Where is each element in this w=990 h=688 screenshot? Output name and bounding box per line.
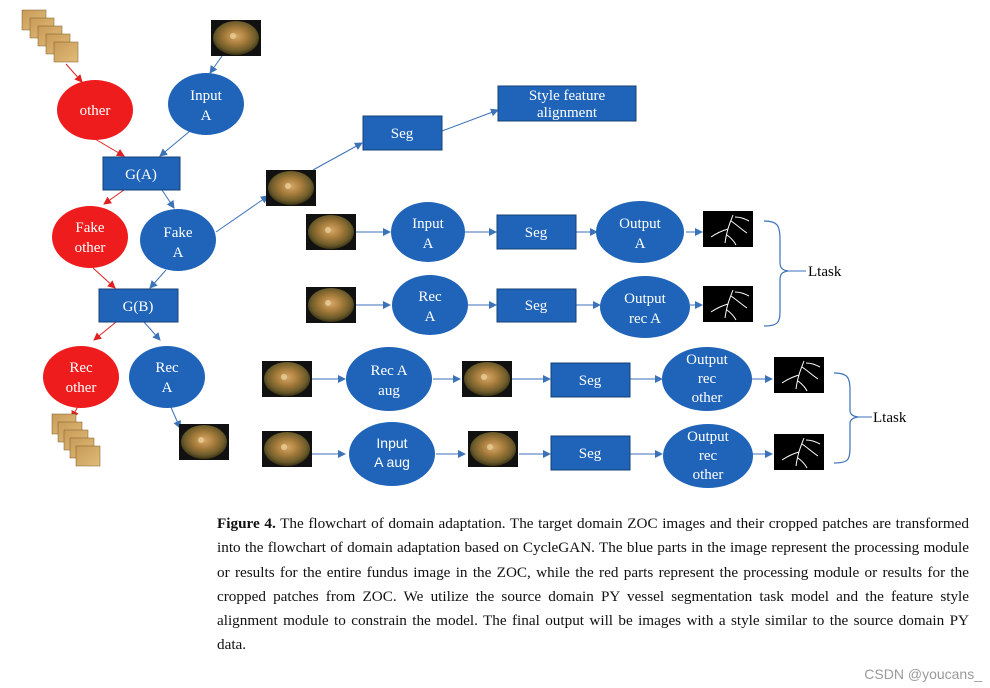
edge-img-to-inputa [209, 55, 223, 74]
svg-text:Output: Output [687, 429, 730, 445]
fundus-image-row5-aug [468, 431, 518, 467]
cropped-patches-bottom [51, 413, 101, 467]
vessel-output-row3 [702, 285, 754, 323]
node-rec-other: Rec other [43, 346, 119, 408]
svg-text:Seg: Seg [579, 373, 602, 389]
edge-inputa-to-ga [159, 130, 191, 157]
edge-reca-to-img [169, 404, 181, 429]
svg-text:Seg: Seg [579, 446, 602, 462]
node-input-a: Input A [168, 73, 244, 135]
edge-ga-to-fakeother [103, 189, 125, 205]
node-input-a-aug: Input A aug [349, 422, 435, 486]
svg-text:other: other [80, 103, 111, 119]
fundus-image-rec [179, 424, 229, 460]
svg-text:other: other [66, 380, 97, 396]
node-rec-a: Rec A [129, 346, 205, 408]
node-rec-a-aug: Rec A aug [346, 347, 432, 411]
svg-text:Input: Input [190, 88, 222, 104]
vessel-output-row5 [773, 433, 825, 471]
edge-gb-to-reca [143, 321, 161, 341]
fundus-image-row4-in [262, 361, 312, 397]
fundus-image-input [211, 20, 261, 56]
svg-text:Rec: Rec [155, 360, 179, 376]
vessel-output-row2 [702, 210, 754, 248]
svg-text:A: A [425, 309, 436, 325]
svg-text:Input: Input [412, 216, 444, 232]
vessel-output-row4 [773, 356, 825, 394]
svg-text:aug: aug [378, 383, 400, 399]
node-seg-top: Seg [362, 115, 443, 151]
edge-ga-to-fakea [161, 189, 175, 209]
svg-text:A aug: A aug [374, 454, 410, 470]
svg-text:A: A [635, 236, 646, 252]
node-fake-other: Fake other [52, 206, 128, 268]
node-g-a: G(A) [102, 156, 181, 191]
svg-text:Input: Input [376, 435, 407, 451]
node-rec-a-row3: Rec A [392, 275, 468, 335]
node-output-rec-other-row4: Output rec other [662, 347, 752, 411]
node-output-a: Output A [596, 201, 684, 263]
watermark: CSDN @youcans_ [864, 666, 982, 682]
svg-text:Rec A: Rec A [370, 363, 407, 379]
svg-text:Output: Output [686, 352, 729, 368]
edge-seg1-to-style [441, 108, 499, 132]
svg-text:Fake: Fake [163, 225, 193, 241]
svg-text:A: A [201, 108, 212, 124]
svg-text:Fake: Fake [75, 220, 105, 236]
svg-text:other: other [692, 390, 723, 406]
node-other: other [57, 80, 133, 140]
node-seg-row4: Seg [550, 362, 631, 398]
node-input-a-row2: Input A [391, 202, 465, 262]
svg-text:Seg: Seg [525, 298, 548, 314]
fundus-image-row5-in [262, 431, 312, 467]
edge-fakea-to-img [215, 195, 269, 233]
node-output-rec-a: Output rec A [600, 276, 690, 338]
fundus-image-fake [266, 170, 316, 206]
fundus-image-row2 [306, 214, 356, 250]
fundus-image-row4-aug [462, 361, 512, 397]
svg-text:G(B): G(B) [123, 299, 154, 315]
svg-text:other: other [75, 240, 106, 256]
svg-text:rec A: rec A [629, 311, 661, 327]
flowchart: other Fake other Rec other Input A G(A) … [21, 9, 907, 488]
node-output-rec-other-row5: Output rec other [663, 424, 753, 488]
svg-text:Seg: Seg [525, 225, 548, 241]
svg-text:Output: Output [619, 216, 662, 232]
svg-text:Rec: Rec [418, 289, 442, 305]
ltask-label-lower: Ltask [873, 410, 907, 426]
caption-text: The flowchart of domain adaptation. The … [217, 515, 970, 654]
figure-caption: Figure 4. The flowchart of domain adapta… [217, 512, 969, 658]
svg-text:Output: Output [624, 291, 667, 307]
brace-ltask-lower [833, 372, 859, 464]
cropped-patches-top [21, 9, 79, 63]
brace-ltask-upper [763, 220, 789, 327]
node-g-b: G(B) [98, 288, 179, 323]
svg-text:Rec: Rec [69, 360, 93, 376]
edge-fakea-to-gb [149, 269, 167, 289]
svg-text:A: A [173, 245, 184, 261]
svg-text:rec: rec [698, 371, 717, 387]
edge-fakeother-to-gb [92, 267, 116, 289]
edge-other-to-ga [94, 138, 125, 157]
svg-text:other: other [693, 467, 724, 483]
edge-gb-to-recother [93, 321, 117, 341]
svg-text:G(A): G(A) [125, 167, 157, 183]
svg-text:rec: rec [699, 448, 718, 464]
ltask-label-upper: Ltask [808, 264, 842, 280]
svg-text:Style feature: Style feature [529, 88, 606, 104]
node-seg-row5: Seg [550, 435, 631, 471]
edge-patches-to-other [65, 63, 83, 83]
svg-text:alignment: alignment [537, 105, 598, 121]
node-fake-a: Fake A [140, 209, 216, 271]
svg-text:A: A [423, 236, 434, 252]
svg-text:A: A [162, 380, 173, 396]
caption-label: Figure 4. [217, 515, 276, 532]
fundus-image-row3 [306, 287, 356, 323]
edge-img-to-seg1 [312, 142, 363, 171]
node-seg-row2: Seg [496, 214, 577, 250]
svg-text:Seg: Seg [391, 126, 414, 142]
node-seg-row3: Seg [496, 288, 577, 323]
node-style-feature-alignment: Style feature alignment [497, 85, 637, 122]
